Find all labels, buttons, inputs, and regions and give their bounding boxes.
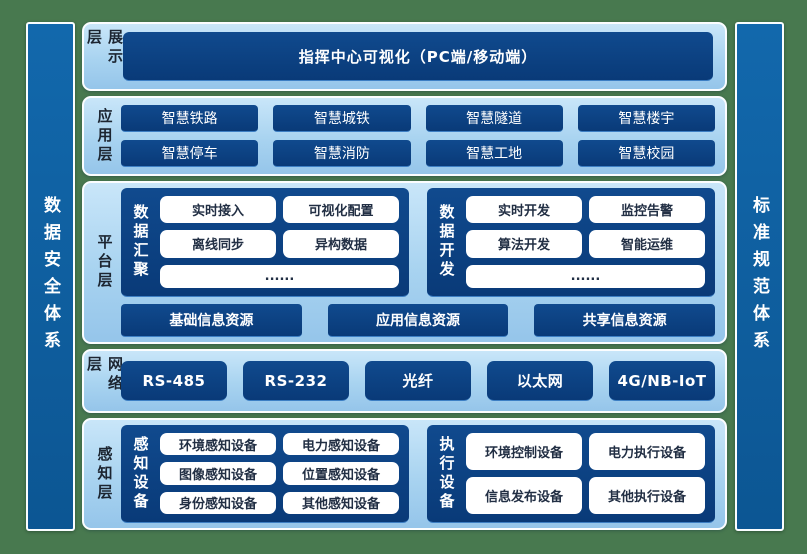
layer-label-application: 应用层 — [95, 107, 114, 165]
pillar-standards-label: 标准规范体系 — [749, 195, 769, 358]
group-chip: 实时接入 — [160, 196, 276, 224]
group-chip: 环境控制设备 — [466, 433, 582, 470]
group-chip: 算法开发 — [466, 230, 582, 258]
platform-group-data-aggregation: 数据汇聚 实时接入 可视化配置 离线同步 异构数据 ...... — [121, 188, 409, 297]
group-chip: 实时开发 — [466, 196, 582, 224]
group-chip: 环境感知设备 — [160, 433, 276, 456]
network-button-rs232: RS-232 — [243, 361, 349, 401]
display-content: 指挥中心可视化（PC端/移动端） — [121, 29, 715, 84]
network-button-fiber: 光纤 — [365, 361, 471, 401]
network-button-rs485: RS-485 — [121, 361, 227, 401]
pillar-data-security-label: 数据安全体系 — [40, 195, 60, 358]
resource-application-info: 应用信息资源 — [327, 304, 509, 337]
group-chip: 其他执行设备 — [589, 477, 705, 514]
group-label-data-aggregation: 数据汇聚 — [131, 204, 150, 280]
data-aggregation-chips: 实时接入 可视化配置 离线同步 异构数据 ...... — [160, 196, 399, 288]
perception-groups: 感知设备 环境感知设备 电力感知设备 图像感知设备 位置感知设备 身份感知设备 … — [121, 425, 715, 523]
group-chip-ellipsis: ...... — [160, 264, 399, 288]
platform-group-data-development: 数据开发 实时开发 监控告警 算法开发 智能运维 ...... — [427, 188, 715, 297]
network-content: RS-485 RS-232 光纤 以太网 4G/NB-IoT — [121, 356, 715, 406]
data-development-chips: 实时开发 监控告警 算法开发 智能运维 ...... — [466, 196, 705, 288]
layer-panel-application: 应用层 智慧铁路 智慧城铁 智慧隧道 智慧楼宇 智慧停车 智慧消防 智慧工地 智… — [82, 96, 727, 176]
group-chip: 离线同步 — [160, 230, 276, 258]
group-chip: 电力执行设备 — [589, 433, 705, 470]
group-label-execution-devices: 执行设备 — [437, 435, 456, 512]
group-chip: 智能运维 — [589, 230, 705, 258]
layer-label-network: 网络层 — [85, 356, 124, 394]
group-chip-ellipsis: ...... — [466, 264, 705, 288]
platform-resource-row: 基础信息资源 应用信息资源 共享信息资源 — [121, 304, 715, 337]
layer-panel-network: 网络层 RS-485 RS-232 光纤 以太网 4G/NB-IoT — [82, 349, 727, 413]
group-label-sensing-devices: 感知设备 — [131, 435, 150, 512]
network-button-4g-nbiot: 4G/NB-IoT — [609, 361, 715, 401]
platform-groups: 数据汇聚 实时接入 可视化配置 离线同步 异构数据 ...... 数据开发 实时… — [121, 188, 715, 297]
group-label-data-development: 数据开发 — [437, 204, 456, 280]
command-center-visualization-box: 指挥中心可视化（PC端/移动端） — [123, 32, 713, 81]
pillar-data-security: 数据安全体系 — [26, 22, 75, 531]
network-button-ethernet: 以太网 — [487, 361, 593, 401]
application-content: 智慧铁路 智慧城铁 智慧隧道 智慧楼宇 智慧停车 智慧消防 智慧工地 智慧校园 — [121, 103, 715, 169]
group-chip: 信息发布设备 — [466, 477, 582, 514]
app-button-smart-worksite: 智慧工地 — [425, 140, 563, 167]
pillar-standards: 标准规范体系 — [735, 22, 784, 531]
layer-panel-perception: 感知层 感知设备 环境感知设备 电力感知设备 图像感知设备 位置感知设备 身份感… — [82, 418, 727, 530]
resource-basic-info: 基础信息资源 — [121, 304, 302, 337]
group-chip: 位置感知设备 — [283, 462, 399, 485]
group-chip: 可视化配置 — [283, 196, 399, 224]
perception-group-execution-devices: 执行设备 环境控制设备 电力执行设备 信息发布设备 其他执行设备 — [427, 425, 715, 523]
layer-panel-display: 展示层 指挥中心可视化（PC端/移动端） — [82, 22, 727, 91]
layer-label-platform: 平台层 — [95, 234, 114, 291]
layer-stack: 展示层 指挥中心可视化（PC端/移动端） 应用层 智慧铁路 智慧城铁 智慧隧道 … — [82, 22, 727, 531]
layer-label-perception: 感知层 — [95, 445, 114, 503]
group-chip: 图像感知设备 — [160, 462, 276, 485]
app-button-smart-campus: 智慧校园 — [577, 140, 715, 167]
platform-content: 数据汇聚 实时接入 可视化配置 离线同步 异构数据 ...... 数据开发 实时… — [121, 188, 715, 337]
network-grid: RS-485 RS-232 光纤 以太网 4G/NB-IoT — [121, 356, 715, 406]
layer-panel-platform: 平台层 数据汇聚 实时接入 可视化配置 离线同步 异构数据 ...... — [82, 181, 727, 344]
group-chip: 电力感知设备 — [283, 433, 399, 456]
resource-shared-info: 共享信息资源 — [534, 304, 715, 337]
sensing-device-chips: 环境感知设备 电力感知设备 图像感知设备 位置感知设备 身份感知设备 其他感知设… — [160, 433, 399, 514]
perception-group-sensing-devices: 感知设备 环境感知设备 电力感知设备 图像感知设备 位置感知设备 身份感知设备 … — [121, 425, 409, 523]
app-button-smart-parking: 智慧停车 — [121, 140, 259, 167]
execution-device-chips: 环境控制设备 电力执行设备 信息发布设备 其他执行设备 — [466, 433, 705, 514]
app-button-smart-building: 智慧楼宇 — [577, 105, 715, 132]
application-grid: 智慧铁路 智慧城铁 智慧隧道 智慧楼宇 智慧停车 智慧消防 智慧工地 智慧校园 — [121, 103, 715, 169]
app-button-smart-railway: 智慧铁路 — [121, 105, 259, 132]
group-chip: 其他感知设备 — [283, 491, 399, 514]
group-chip: 监控告警 — [589, 196, 705, 224]
group-chip: 异构数据 — [283, 230, 399, 258]
group-chip: 身份感知设备 — [160, 491, 276, 514]
app-button-smart-firefighting: 智慧消防 — [273, 140, 411, 167]
layer-label-display: 展示层 — [85, 29, 124, 67]
app-button-smart-tunnel: 智慧隧道 — [425, 105, 563, 132]
app-button-smart-metro: 智慧城铁 — [273, 105, 411, 132]
